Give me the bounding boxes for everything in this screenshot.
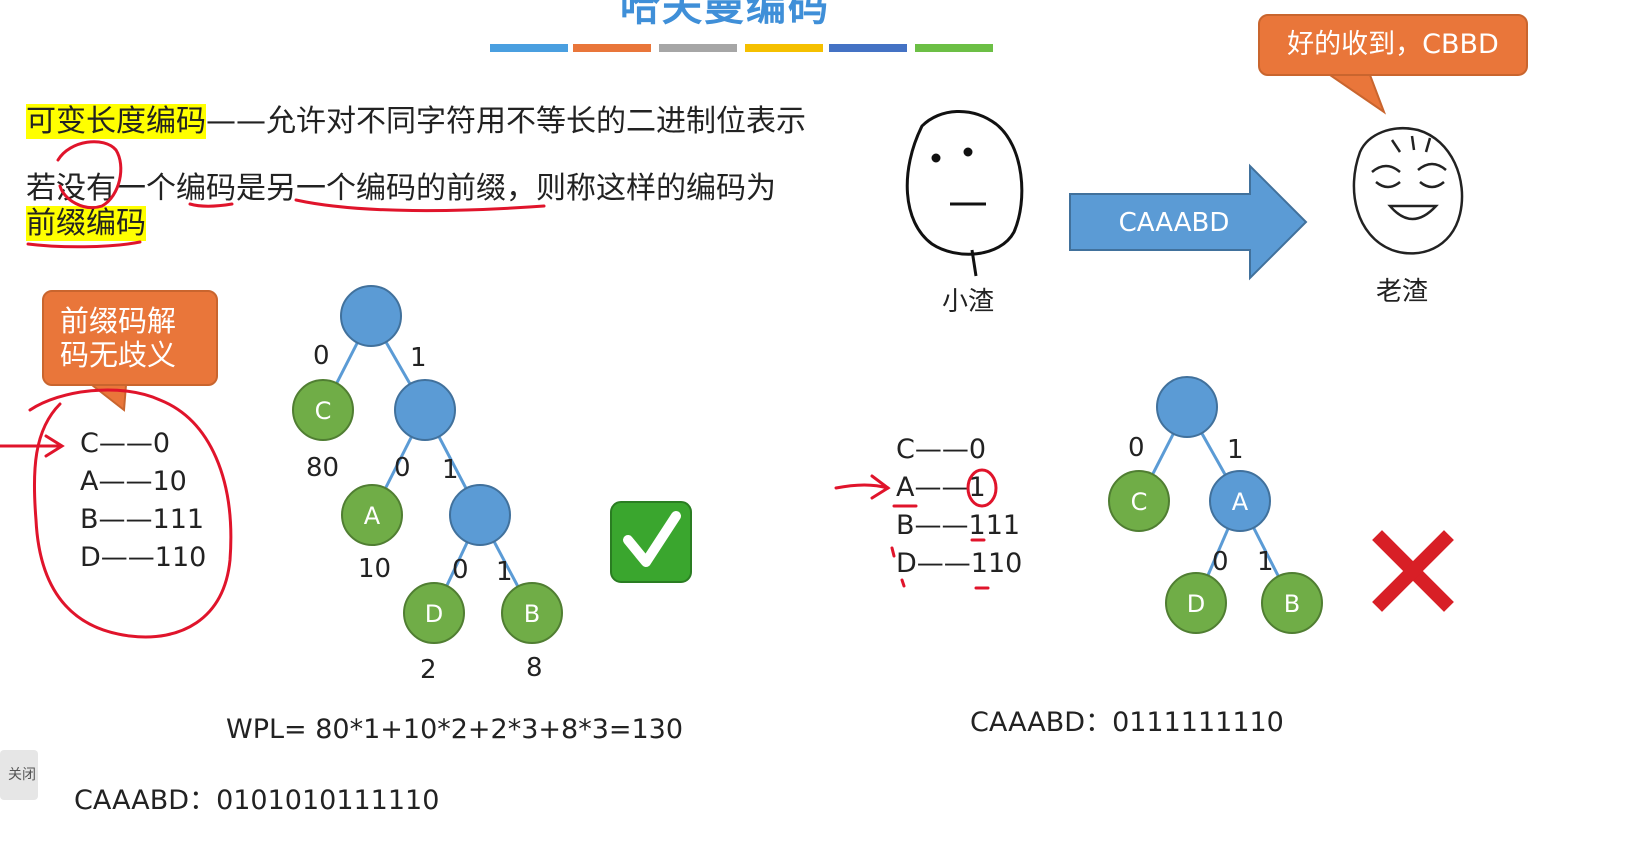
right-edge-label: 0: [1128, 433, 1145, 463]
right-node-d-label: D: [1187, 590, 1205, 618]
left-leaf-c-label: C: [315, 397, 332, 425]
left-encoded-string: CAAABD：0101010111110: [74, 785, 440, 816]
term-prefix-code: 前缀编码: [26, 206, 146, 241]
right-edge-label: 1: [1227, 435, 1244, 465]
left-edge-label: 0: [452, 555, 469, 585]
left-internal-node-1: [394, 379, 456, 441]
left-internal-node-2: [449, 484, 511, 546]
color-bar-4: [745, 44, 823, 52]
sender-name: 小渣: [942, 287, 994, 317]
left-weight-d: 2: [420, 655, 437, 685]
receiver-face-icon: [1352, 127, 1464, 255]
definition-line-3: 前缀编码: [26, 198, 146, 242]
close-button[interactable]: 关闭: [0, 750, 38, 800]
right-node-c-label: C: [1131, 488, 1148, 516]
code-a: A——10: [80, 466, 187, 497]
left-edge-label: 0: [394, 453, 411, 483]
left-leaf-a-label: A: [364, 502, 381, 530]
wpl-formula: WPL= 80*1+10*2+2*3+8*3=130: [226, 714, 684, 745]
cross-mark-icon: [1372, 530, 1454, 612]
definition-text: ——允许对不同字符用不等长的二进制位表示: [206, 104, 806, 139]
message-arrow-text: CAAABD: [1119, 208, 1230, 238]
color-bar-1: [490, 44, 568, 52]
right-node-b-label: B: [1284, 590, 1300, 618]
left-weight-c: 80: [306, 453, 339, 483]
right-node-a-label: A: [1232, 488, 1249, 516]
right-node-b: [1261, 572, 1323, 634]
sender-face-icon: [905, 110, 1024, 277]
left-edge-label: 1: [410, 343, 427, 373]
color-bar-3: [659, 44, 737, 52]
red-pen-annotations: [0, 140, 998, 639]
callout-tail-right: [1326, 74, 1387, 115]
left-weight-a: 10: [358, 554, 391, 584]
left-weight-b: 8: [526, 653, 543, 683]
message-arrow: [1069, 163, 1308, 281]
left-leaf-d-label: D: [425, 600, 443, 628]
check-mark-icon: [610, 501, 692, 583]
definition-line-2: 若没有一个编码是另一个编码的前缀，则称这样的编码为: [26, 171, 776, 206]
right-code-d: D——110: [896, 548, 1023, 579]
right-node-d: [1165, 572, 1227, 634]
left-edge-label: 1: [442, 455, 459, 485]
callout-received: 好的收到，CBBD: [1258, 14, 1528, 76]
color-bar-5: [829, 44, 907, 52]
right-code-b: B——111: [896, 510, 1021, 541]
right-root-node: [1156, 376, 1218, 438]
right-node-c: [1108, 470, 1170, 532]
right-encoded-string: CAAABD：0111111110: [970, 707, 1284, 738]
left-leaf-b-label: B: [524, 600, 540, 628]
left-leaf-d: [403, 582, 465, 644]
code-b: B——111: [80, 504, 205, 535]
term-variable-length: 可变长度编码: [26, 104, 206, 139]
page-title: 哈夫曼编码: [620, 0, 830, 30]
left-leaf-a: [341, 484, 403, 546]
left-root-node: [340, 285, 402, 347]
right-node-a: [1209, 470, 1271, 532]
receiver-name: 老渣: [1376, 277, 1428, 307]
color-bar-6: [915, 44, 993, 52]
right-edge-label: 0: [1212, 547, 1229, 577]
right-code-c: C——0: [896, 434, 987, 465]
callout-prefix-unambiguous: 前缀码解码无歧义: [42, 290, 218, 386]
left-leaf-c: [292, 379, 354, 441]
color-bar-2: [573, 44, 651, 52]
code-d: D——110: [80, 542, 207, 573]
left-leaf-b: [501, 582, 563, 644]
code-c: C——0: [80, 428, 171, 459]
left-edge-label: 1: [496, 557, 513, 587]
definition-line-1: 可变长度编码——允许对不同字符用不等长的二进制位表示: [26, 96, 806, 140]
left-edge-label: 0: [313, 341, 330, 371]
right-edge-label: 1: [1257, 547, 1274, 577]
